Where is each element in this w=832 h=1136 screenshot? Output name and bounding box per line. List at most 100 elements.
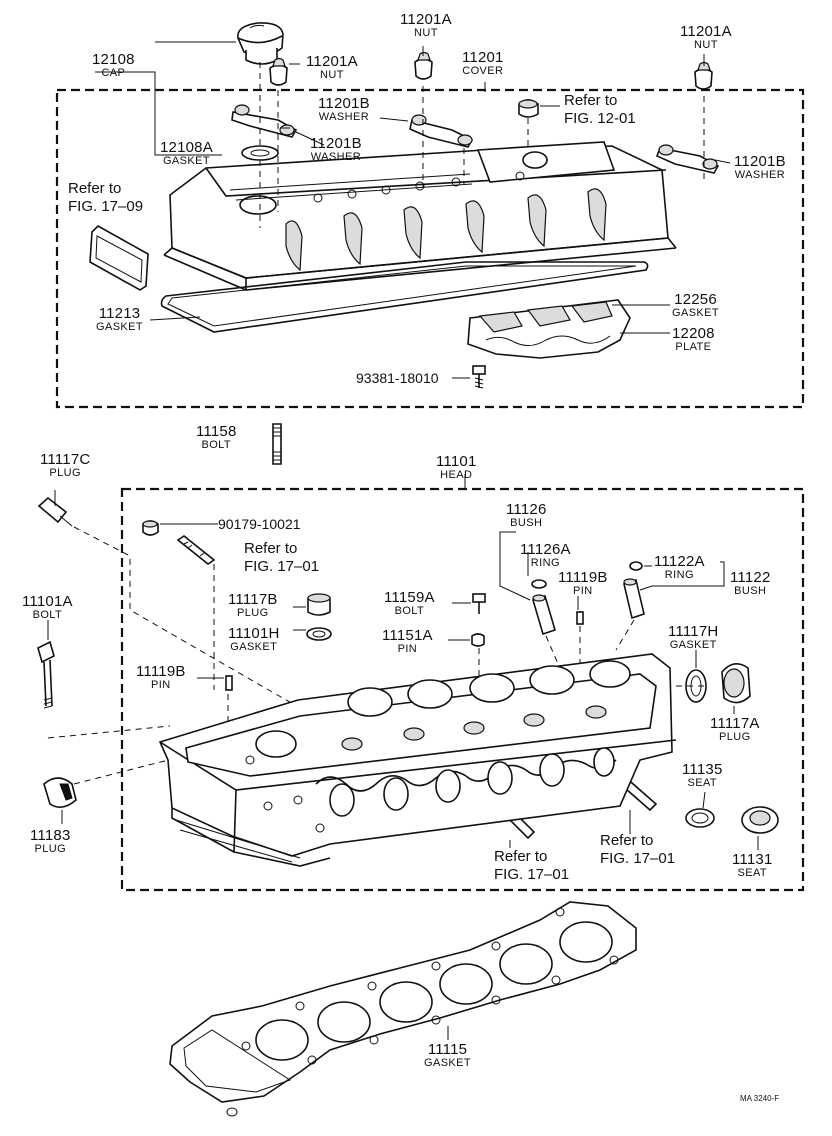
pin-drawing-11151a — [471, 633, 485, 647]
part-name: PIN — [397, 643, 418, 655]
baffle-plate-drawing — [467, 299, 631, 359]
part-name: RING — [664, 569, 694, 581]
part-name: WASHER — [310, 151, 362, 163]
ref-line2: FIG. 17–01 — [494, 866, 570, 883]
part-name: GASKET — [424, 1057, 472, 1069]
seal-washer-drawing-2 — [409, 114, 474, 148]
ref-line1: Refer to — [68, 180, 122, 197]
part-name: PLUG — [34, 843, 67, 855]
stud-drawing-upper — [176, 535, 216, 565]
cap-gasket-drawing — [241, 145, 279, 161]
bolt-drawing-90179 — [142, 520, 159, 536]
half-moon-plug-drawing — [43, 777, 77, 808]
part-name: BOLT — [201, 439, 231, 451]
grommet-drawing — [518, 99, 539, 118]
part-number: 11117B — [228, 591, 278, 608]
plug-gasket-drawing — [306, 627, 332, 641]
part-name: SEAT — [737, 867, 767, 879]
part-number: 11122 — [730, 569, 771, 586]
part-number: 11101A — [22, 593, 73, 610]
seal-washer-drawing-3 — [655, 144, 720, 174]
part-name: GASKET — [96, 321, 144, 333]
cover-group-box — [55, 88, 805, 409]
part-number: 11101H — [228, 625, 280, 642]
bush-drawing-11122 — [623, 561, 645, 620]
plug-drawing-11117b — [307, 593, 331, 616]
part-number: 11119B — [558, 569, 608, 586]
part-name: NUT — [414, 27, 438, 39]
part-name: BUSH — [510, 517, 543, 529]
part-number: 11158 — [196, 423, 237, 440]
part-number: 12108 — [92, 51, 135, 68]
part-name: WASHER — [318, 111, 370, 123]
part-number: 11135 — [682, 761, 723, 778]
part-number: 12208 — [672, 325, 715, 342]
part-number: 11122A — [654, 553, 705, 570]
bolt-drawing-11159a — [472, 593, 486, 614]
cover-gasket-drawing — [160, 261, 649, 333]
part-name: PLUG — [719, 731, 751, 743]
part-name: HEAD — [440, 469, 473, 481]
label-90179-10021: 90179-10021 — [218, 516, 301, 532]
part-name: BOLT — [394, 605, 425, 617]
ref-line2: FIG. 12-01 — [564, 110, 636, 127]
part-number: 11201A — [400, 11, 452, 28]
part-name: PLUG — [49, 467, 81, 479]
head-bolt-drawing — [37, 640, 55, 709]
nut-drawing-left — [269, 57, 288, 86]
part-number: 12108A — [160, 139, 213, 156]
label-93381-18010: 93381-18010 — [356, 370, 439, 386]
part-name: BOLT — [32, 609, 63, 621]
part-number: 11115 — [427, 1041, 468, 1058]
plug-drawing-11117c — [37, 496, 73, 527]
part-name: RING — [530, 557, 560, 569]
part-number: 11151A — [382, 627, 433, 644]
pin-drawing-left — [225, 675, 233, 691]
part-name: SEAT — [687, 777, 717, 789]
part-name: WASHER — [734, 169, 786, 181]
head-group-box — [120, 487, 805, 892]
part-number: 11101 — [436, 453, 477, 470]
ref-line2: FIG. 17–01 — [600, 850, 676, 867]
ref-line1: Refer to — [244, 540, 298, 557]
part-number: 11126A — [520, 541, 571, 558]
part-number: 11117A — [710, 715, 760, 732]
valve-seat-drawing-11135 — [685, 808, 715, 828]
bolt-drawing-93381 — [472, 365, 486, 389]
part-name: GASKET — [162, 155, 210, 167]
part-number: 11117H — [668, 623, 719, 640]
part-number: 11183 — [30, 827, 71, 844]
part-number: 11201A — [306, 53, 358, 70]
valve-seat-drawing-11131 — [741, 806, 779, 834]
part-number: 11201B — [318, 95, 370, 112]
